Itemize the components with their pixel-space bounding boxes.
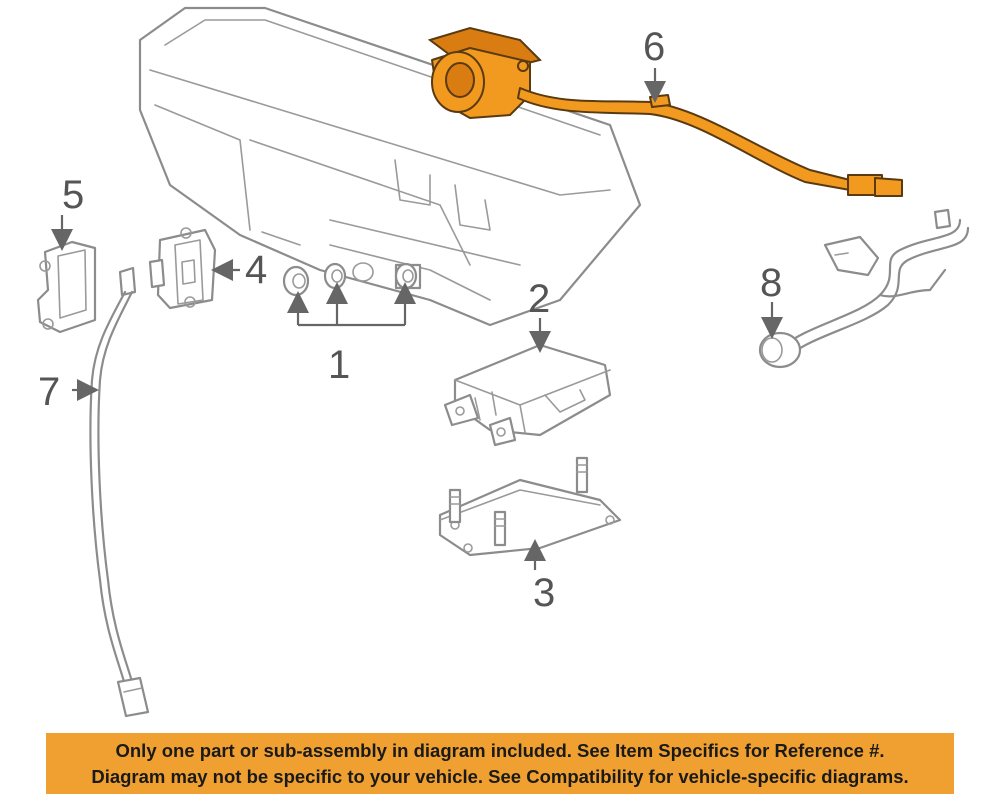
- rear-bumper-outline: [138, 6, 642, 327]
- callout-2: 2: [528, 277, 550, 321]
- part-5-sensor: [36, 240, 97, 334]
- part-8-harness: [758, 208, 970, 369]
- part-3-bracket: [438, 456, 622, 557]
- part-2-module: [443, 343, 612, 447]
- disclaimer-line-1: Only one part or sub-assembly in diagram…: [115, 739, 885, 761]
- callout-4: 4: [245, 248, 267, 292]
- callout-1: 1: [328, 343, 350, 387]
- part-4-sensor: [148, 227, 217, 310]
- part-7-harness: [89, 266, 150, 718]
- callout-leaders: [51, 68, 783, 570]
- part-6-horn-highlighted: [427, 26, 903, 197]
- callout-5: 5: [62, 173, 84, 217]
- parts-diagram: 1 2 3 4 5 6 7 8: [36, 6, 970, 718]
- callout-7: 7: [38, 370, 60, 414]
- callout-8: 8: [760, 261, 782, 305]
- disclaimer-banner: Only one part or sub-assembly in diagram…: [46, 733, 954, 794]
- callout-3: 3: [533, 571, 555, 615]
- disclaimer-line-2: Diagram may not be specific to your vehi…: [91, 765, 909, 787]
- callout-6: 6: [643, 25, 665, 69]
